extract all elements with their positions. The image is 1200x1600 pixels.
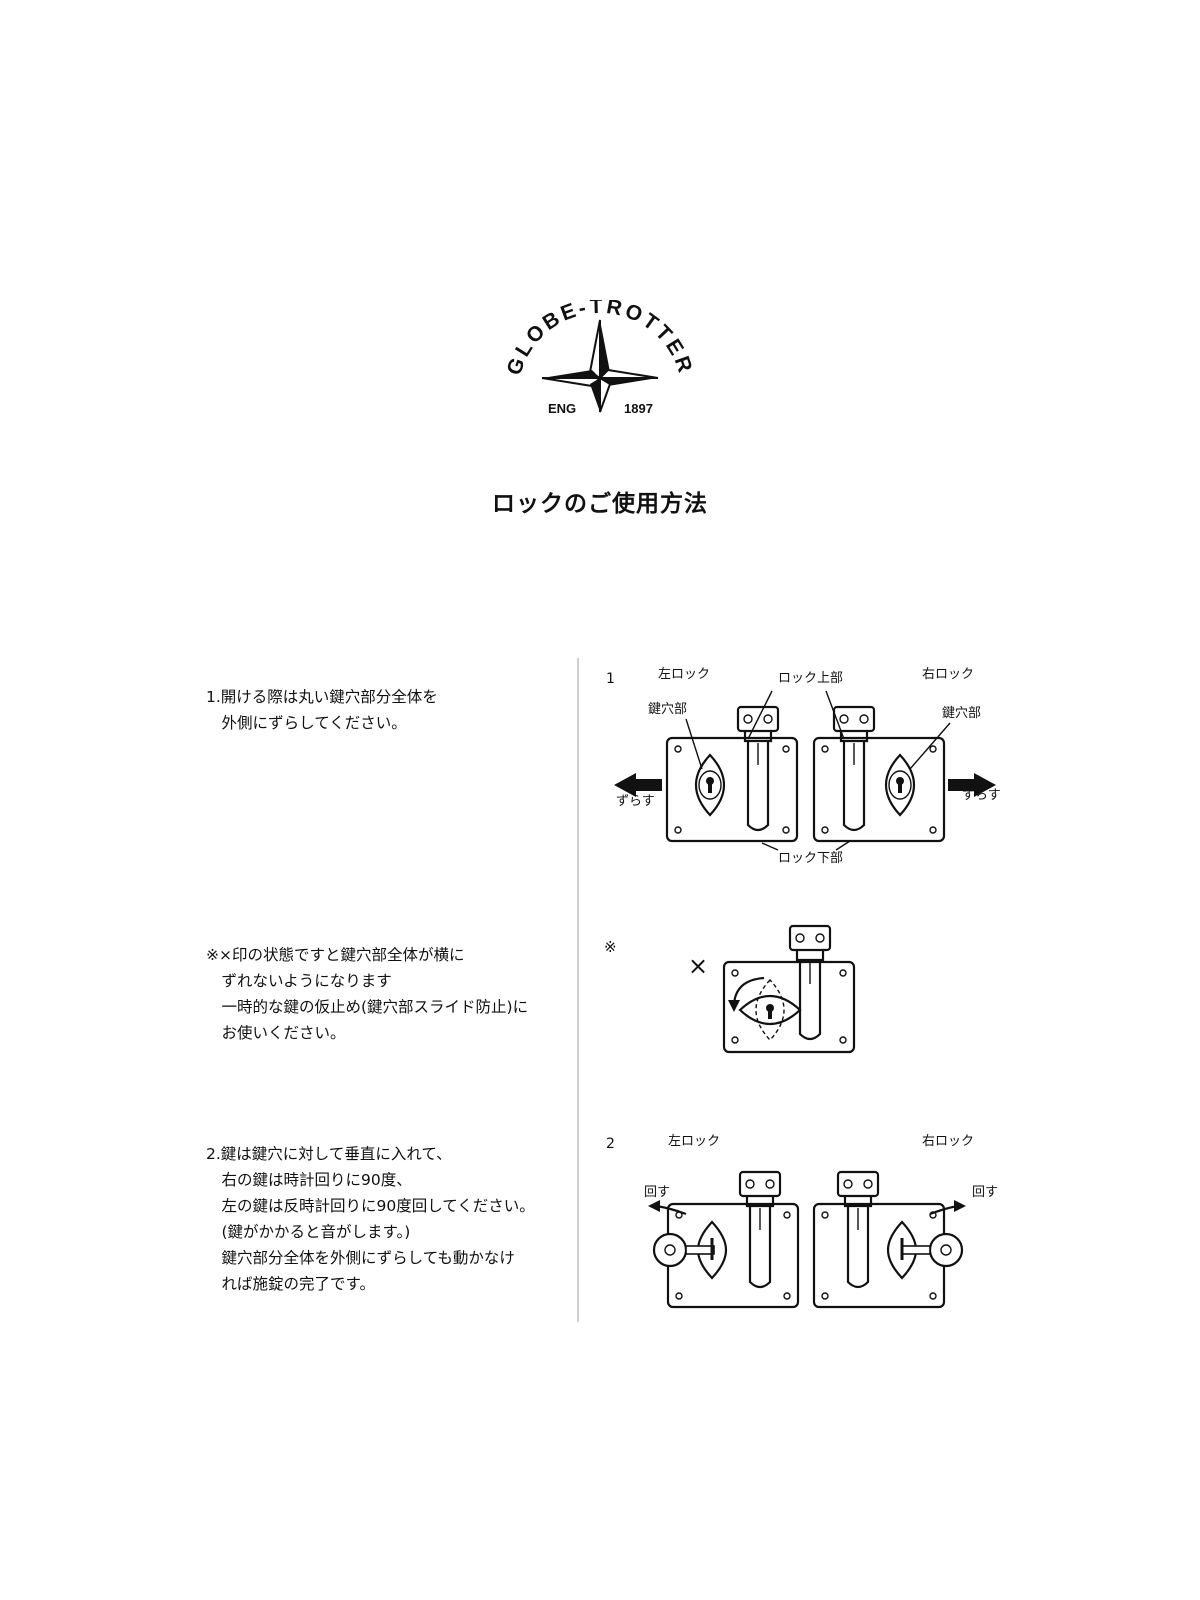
label-slide-left: ずらす (616, 794, 655, 809)
star-icon (541, 319, 659, 413)
sideways-lock-illustration (722, 924, 856, 1054)
label-keyhole-right: 鍵穴部 (942, 705, 981, 721)
logo-eng-text: ENG (548, 401, 576, 416)
label-left-lock: 左ロック (658, 667, 710, 682)
page-title: ロックのご使用方法 (492, 491, 708, 517)
step1-instruction: 1.開ける際は丸い鍵穴部分全体を 外側にずらしてください。 (206, 688, 438, 732)
note-instruction: ※×印の状態ですと鍵穴部全体が横に ずれないようになります 一時的な鍵の仮止め(… (206, 946, 529, 1042)
left-lock-illustration (614, 690, 799, 851)
label-left-lock-2: 左ロック (668, 1134, 720, 1149)
logo-year-text: 1897 (624, 401, 653, 416)
label-slide-right: ずらす (962, 788, 1001, 803)
label-lock-bottom: ロック下部 (778, 851, 843, 866)
diagram-note: ※ × (604, 924, 856, 1054)
globe-trotter-logo: GLOBE-TROTTER ENG 1897 (503, 300, 695, 416)
diagram-step1: 1 左ロック 右ロック ロック上部 鍵穴部 鍵穴部 ずらす ずらす ロック下部 (606, 667, 1001, 866)
diagram2-number: 2 (606, 1136, 615, 1152)
note-mark: ※ (604, 938, 617, 956)
left-lock-key-illustration (648, 1170, 800, 1309)
label-right-lock-2: 右ロック (922, 1134, 974, 1149)
label-right-lock: 右ロック (922, 667, 974, 682)
diagram-step2: 2 左ロック 右ロック 回す 回す (606, 1134, 998, 1309)
label-lock-top: ロック上部 (778, 671, 843, 686)
divider (577, 658, 579, 1322)
cross-mark-icon: × (688, 952, 708, 980)
label-turn-right: 回す (972, 1185, 998, 1200)
label-turn-left: 回す (644, 1185, 670, 1200)
diagram1-number: 1 (606, 671, 615, 687)
label-keyhole-left: 鍵穴部 (648, 701, 687, 717)
right-lock-key-illustration (812, 1170, 966, 1309)
step2-instruction: 2.鍵は鍵穴に対して垂直に入れて、 右の鍵は時計回りに90度、 左の鍵は反時計回… (206, 1145, 535, 1293)
right-lock-illustration (812, 690, 996, 851)
